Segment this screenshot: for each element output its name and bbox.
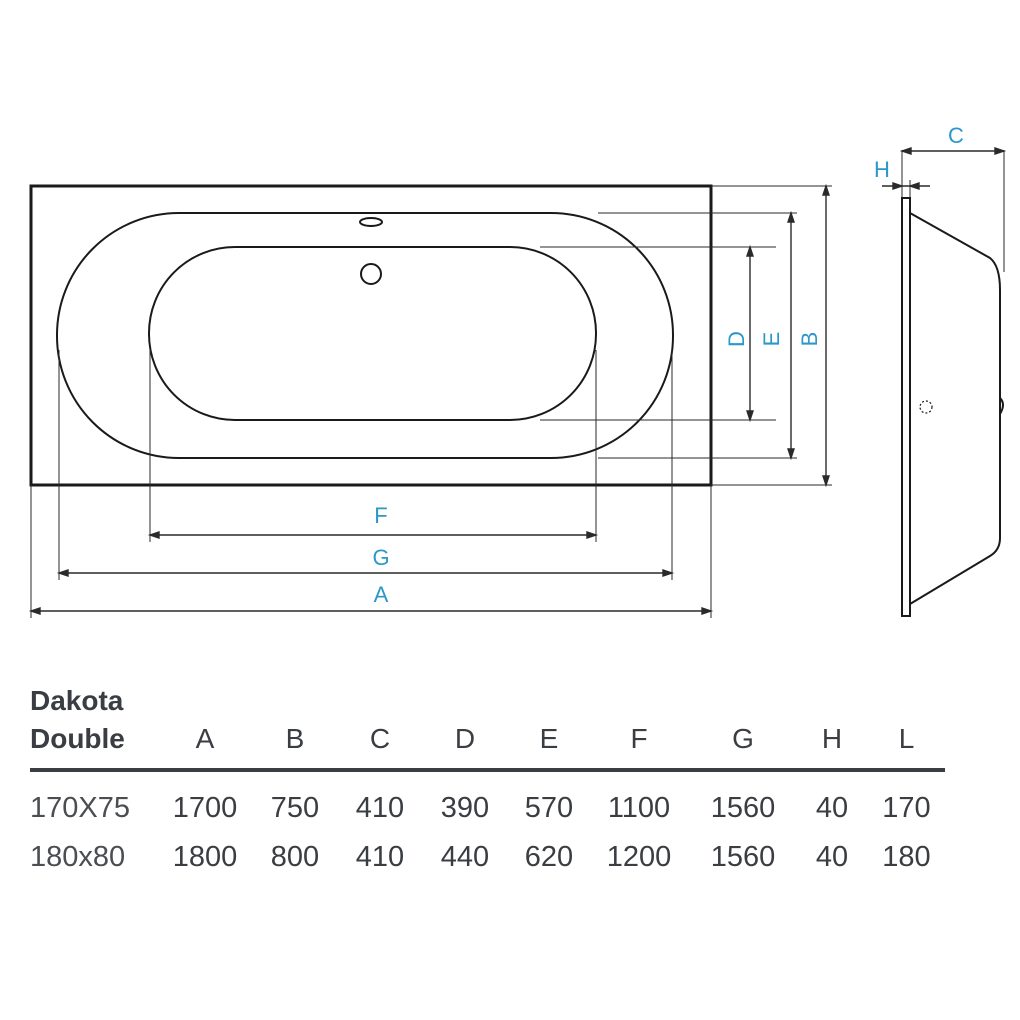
- side-tub-profile: [909, 212, 1001, 605]
- value-cell: 1800: [172, 841, 238, 873]
- value-cell: 170: [882, 792, 931, 824]
- tub-basin-floor: [148, 246, 597, 421]
- label-b: B: [797, 332, 822, 347]
- column-header-l: L: [868, 682, 945, 772]
- side-bottom-bulge: [999, 397, 1004, 415]
- value-cell: 440: [440, 841, 490, 873]
- extension-lines: [30, 150, 1005, 618]
- overflow-icon: [359, 217, 383, 227]
- value-cell: 750: [270, 792, 320, 824]
- value-cell: 620: [524, 841, 574, 873]
- column-header-a: A: [160, 682, 250, 772]
- dimension-labels: F G A D E B C H: [372, 123, 964, 607]
- value-cell: 1560: [710, 841, 776, 873]
- bathtub-technical-drawing: F G A D E B C H: [28, 123, 1007, 618]
- value-cell: 40: [815, 792, 849, 824]
- tub-outer-rim: [29, 184, 713, 487]
- column-header-d: D: [420, 682, 510, 772]
- column-header-f: F: [588, 682, 690, 772]
- column-header-c: C: [340, 682, 420, 772]
- product-name: Dakota Double: [30, 682, 160, 772]
- column-header-e: E: [510, 682, 588, 772]
- label-d: D: [724, 331, 749, 347]
- value-cell: 1560: [710, 792, 776, 824]
- label-e: E: [759, 332, 784, 347]
- value-cell: 180: [882, 841, 931, 873]
- value-cell: 410: [355, 792, 405, 824]
- label-h: H: [874, 157, 890, 182]
- value-cell: 1100: [607, 792, 671, 824]
- column-header-g: G: [690, 682, 796, 772]
- drain-icon: [360, 263, 382, 285]
- model-cell: 170X75: [30, 792, 130, 824]
- column-header-b: B: [250, 682, 340, 772]
- tub-inner-edge: [56, 212, 674, 459]
- label-a: A: [374, 582, 389, 607]
- label-g: G: [372, 545, 389, 570]
- product-name-line-2: Double: [30, 723, 125, 754]
- table-row: 170X75 1700 750 410 390 570 1100 1560 40…: [30, 770, 945, 829]
- value-cell: 1700: [172, 792, 238, 824]
- side-rim: [901, 197, 911, 617]
- value-cell: 40: [815, 841, 849, 873]
- value-cell: 390: [440, 792, 490, 824]
- label-c: C: [948, 123, 964, 148]
- value-cell: 800: [270, 841, 320, 873]
- table-row: 180x80 1800 800 410 440 620 1200 1560 40…: [30, 829, 945, 886]
- dimensions-table: Dakota Double A B C D E F G H L 170X75 1…: [30, 682, 945, 886]
- side-overflow-icon: [919, 400, 933, 414]
- bathtub-side-view: [901, 197, 1004, 617]
- product-name-line-1: Dakota: [30, 685, 124, 716]
- value-cell: 570: [524, 792, 574, 824]
- model-cell: 180x80: [30, 841, 126, 873]
- column-header-h: H: [796, 682, 868, 772]
- bathtub-top-view: [29, 184, 713, 487]
- table-header-row: Dakota Double A B C D E F G H L: [30, 682, 945, 772]
- value-cell: 1200: [606, 841, 672, 873]
- value-cell: 410: [355, 841, 405, 873]
- label-f: F: [374, 503, 387, 528]
- dimension-lines: [28, 147, 1007, 615]
